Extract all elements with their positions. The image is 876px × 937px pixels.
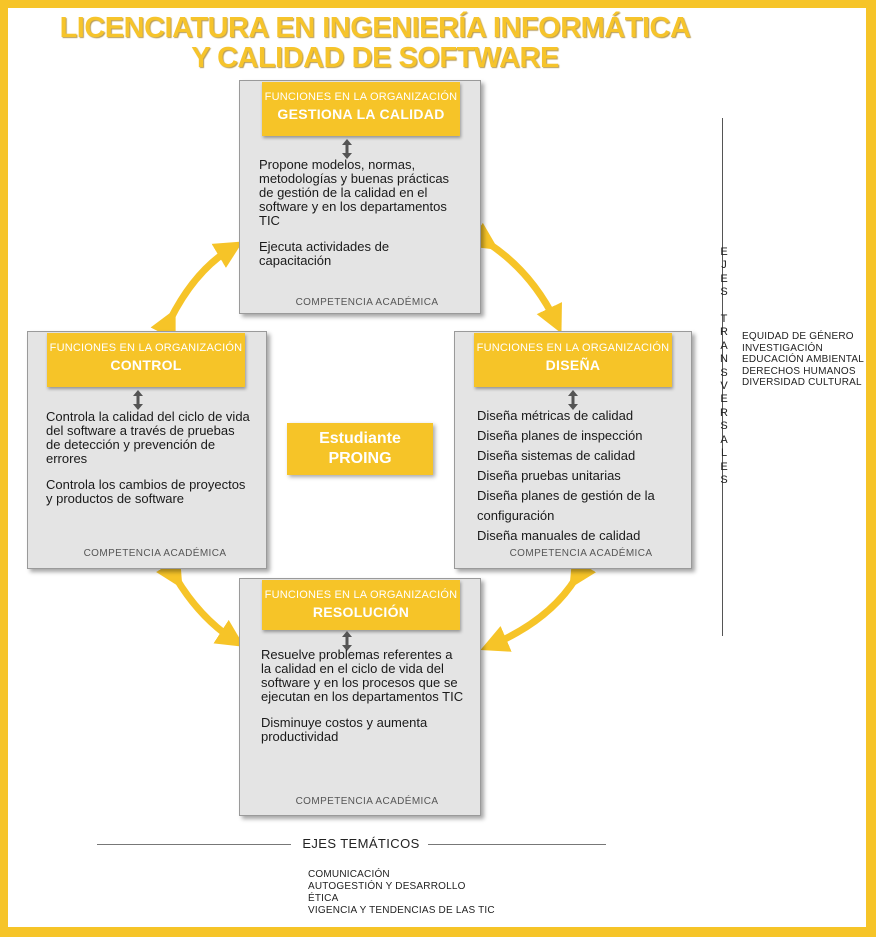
card-gestiona-subtitle: FUNCIONES EN LA ORGANIZACIÓN [264, 91, 458, 103]
card-resolucion-header: FUNCIONES EN LA ORGANIZACIÓN RESOLUCIÓN [262, 580, 460, 630]
card-resolucion-title: RESOLUCIÓN [312, 604, 410, 620]
card-resolucion-body: Resuelve problemas referentes a la calid… [261, 648, 466, 756]
card-control-title: CONTROL [110, 357, 182, 373]
list-item: Diseña sistemas de calidad [477, 448, 636, 463]
card-disena-title: DISEÑA [545, 357, 601, 373]
list-item: INVESTIGACIÓN [742, 342, 823, 354]
double-arrow-icon [342, 631, 352, 651]
card-gestiona-text-2: Ejecuta actividades de capacitación [259, 239, 390, 268]
double-arrow-icon [133, 390, 143, 410]
list-item: DERECHOS HUMANOS [742, 365, 856, 377]
list-item: VIGENCIA Y TENDENCIAS DE LAS TIC [308, 905, 495, 916]
ejes-tematicos-label: EJES TEMÁTICOS [302, 836, 420, 851]
card-resolucion-text-1: Resuelve problemas referentes a la calid… [261, 647, 464, 704]
card-disena-subtitle: FUNCIONES EN LA ORGANIZACIÓN [476, 342, 670, 354]
list-item: AUTOGESTIÓN Y DESARROLLO [308, 881, 466, 892]
vertical-letter: S [720, 366, 728, 379]
arrow-resolucion-control [156, 557, 245, 647]
list-item: DIVERSIDAD CULTURAL [742, 377, 862, 388]
vertical-letter: E [720, 246, 728, 258]
vertical-letter: T [720, 313, 728, 326]
vertical-letter: R [720, 406, 728, 419]
card-gestiona-body: Propone modelos, normas, metodologías y … [259, 158, 464, 280]
card-gestiona-title: GESTIONA LA CALIDAD [277, 106, 445, 122]
vertical-letter: A [720, 339, 728, 352]
vertical-letter: E [720, 272, 728, 285]
list-item: Diseña manuales de calidad [477, 528, 641, 543]
transversal-divider [722, 118, 723, 636]
list-item: EDUCACIÓN AMBIENTAL [742, 354, 864, 365]
arrow-disena-resolucion [480, 557, 597, 652]
list-item: Diseña planes de gestión de la [477, 488, 655, 503]
vertical-letter [718, 300, 730, 313]
student-box-line-1: Estudiante [319, 430, 401, 447]
vertical-letter: J [721, 259, 727, 272]
list-item: Diseña pruebas unitarias [477, 468, 621, 483]
arrow-gestiona-disena [467, 222, 562, 334]
vertical-letter: E [720, 460, 728, 473]
card-gestiona-footer: COMPETENCIA ACADÉMICA [295, 297, 439, 308]
vertical-letter: R [720, 326, 728, 339]
title-line-2: Y CALIDAD DE SOFTWARE [191, 42, 559, 74]
list-item: Diseña métricas de calidad [477, 408, 634, 423]
arrow-control-gestiona [150, 241, 243, 341]
vertical-letter: S [720, 286, 728, 299]
tematicos-divider-left [97, 844, 291, 845]
vertical-letter: N [720, 353, 728, 366]
card-control-subtitle: FUNCIONES EN LA ORGANIZACIÓN [49, 342, 243, 354]
vertical-letter: A [720, 433, 728, 446]
card-control-body: Controla la calidad del ciclo de vida de… [46, 410, 251, 518]
student-box: Estudiante PROING [287, 423, 433, 475]
card-control-header: FUNCIONES EN LA ORGANIZACIÓN CONTROL [47, 333, 245, 387]
card-control-text-2: Controla los cambios de proyectos y prod… [46, 477, 246, 506]
card-resolucion-text-2: Disminuye costos y aumenta productividad [261, 715, 428, 744]
card-disena-header: FUNCIONES EN LA ORGANIZACIÓN DISEÑA [474, 333, 672, 387]
list-item: COMUNICACIÓN [308, 869, 390, 880]
vertical-letter: S [720, 473, 728, 486]
card-gestiona-header: FUNCIONES EN LA ORGANIZACIÓN GESTIONA LA… [262, 82, 460, 136]
double-arrow-icon [568, 390, 578, 410]
student-box-line-2: PROING [328, 450, 392, 467]
card-disena-footer: COMPETENCIA ACADÉMICA [509, 548, 653, 559]
list-item: EQUIDAD DE GÉNERO [742, 331, 854, 342]
vertical-letter: S [720, 420, 728, 433]
card-control-text-1: Controla la calidad del ciclo de vida de… [46, 409, 250, 466]
card-gestiona-text-1: Propone modelos, normas, metodologías y … [259, 157, 450, 228]
list-item: Diseña planes de inspección [477, 428, 643, 443]
card-resolucion-footer: COMPETENCIA ACADÉMICA [295, 796, 439, 807]
card-disena-list: Diseña métricas de calidad Diseña planes… [477, 406, 685, 546]
card-resolucion-subtitle: FUNCIONES EN LA ORGANIZACIÓN [264, 589, 458, 601]
ejes-tematicos-list: COMUNICACIÓN AUTOGESTIÓN Y DESARROLLO ÉT… [308, 869, 495, 917]
list-item: ÉTICA [308, 893, 339, 904]
card-control-footer: COMPETENCIA ACADÉMICA [83, 548, 227, 559]
list-item: configuración [477, 508, 555, 523]
title-line-1: LICENCIATURA EN INGENIERÍA INFORMÁTICA [59, 12, 691, 44]
vertical-letter: L [720, 447, 728, 460]
ejes-transversales-list: EQUIDAD DE GÉNERO INVESTIGACIÓN EDUCACIÓ… [742, 331, 864, 389]
vertical-letter: V [720, 380, 728, 393]
vertical-letter: E [720, 393, 728, 406]
double-arrow-icon [342, 139, 352, 159]
tematicos-divider-right [428, 844, 606, 845]
